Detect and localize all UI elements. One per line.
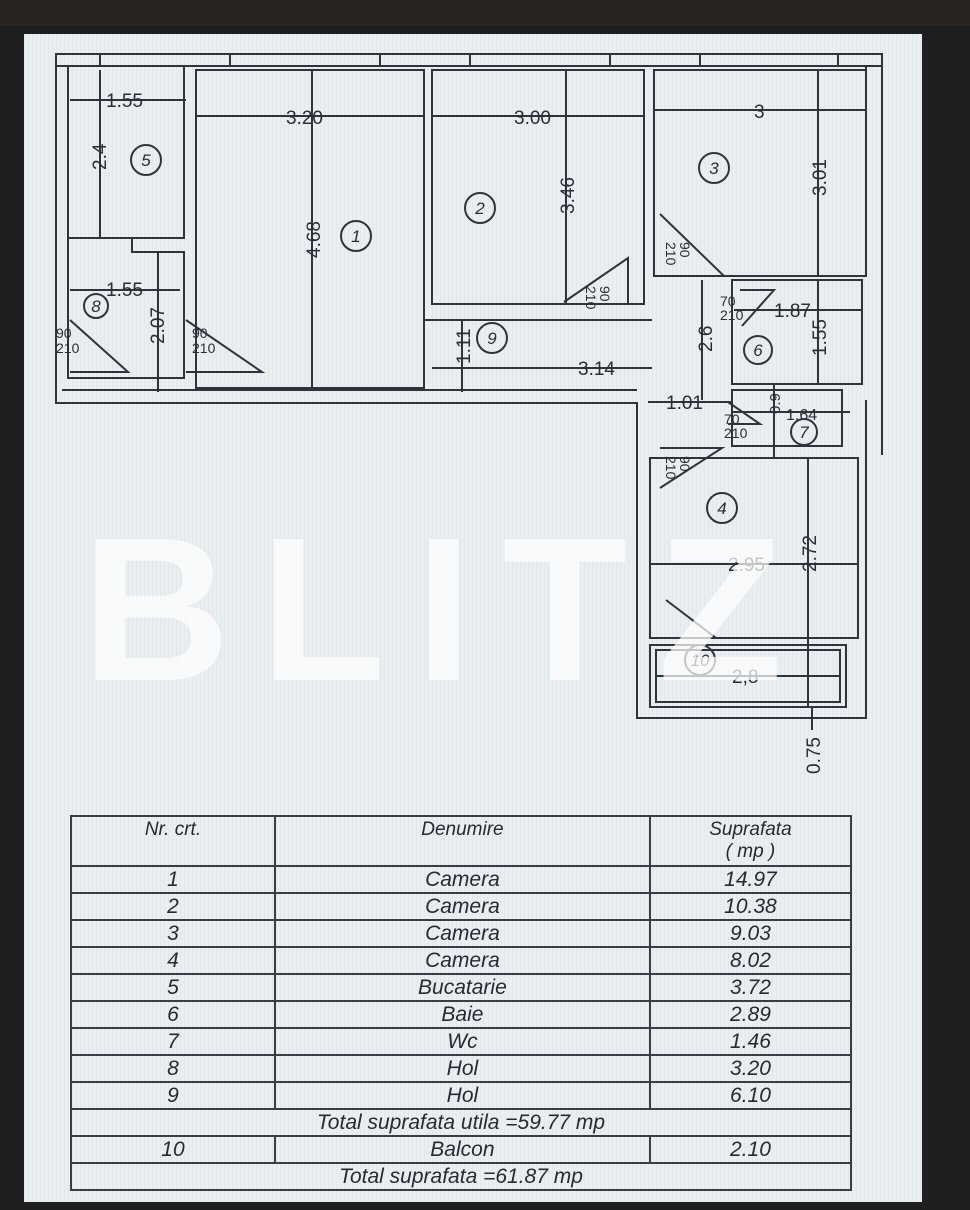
row-nr: 6 — [70, 1000, 276, 1029]
row-name: Camera — [273, 919, 651, 948]
dim-3: 3 — [754, 102, 765, 123]
row-area: 9.03 — [648, 919, 853, 948]
door-2-height: 210 — [583, 286, 599, 310]
room-number-1: 1 — [351, 227, 360, 246]
door-4-width: 90 — [677, 456, 693, 472]
door-6-height: 210 — [720, 307, 744, 323]
door-3-height: 210 — [663, 242, 679, 266]
row-name: Camera — [273, 865, 651, 894]
dim-1-01: 1.01 — [666, 393, 703, 414]
row-name: Camera — [273, 946, 651, 975]
balcony-nr: 10 — [70, 1135, 276, 1164]
row-area: 8.02 — [648, 946, 853, 975]
dim-2-95: 2.95 — [728, 555, 765, 576]
header-nr: Nr. crt. — [70, 815, 276, 867]
total-area: Total suprafata =61.87 mp — [70, 1162, 852, 1191]
row-area: 6.10 — [648, 1081, 853, 1110]
row-nr: 4 — [70, 946, 276, 975]
room-number-7: 7 — [799, 423, 809, 442]
header-name: Denumire — [273, 815, 651, 867]
dim-1-55-bath: 1.55 — [810, 319, 831, 356]
photo-top-edge — [0, 0, 970, 26]
row-name: Bucatarie — [273, 973, 651, 1002]
row-nr: 9 — [70, 1081, 276, 1110]
door-6-width: 70 — [720, 293, 736, 309]
header-area: Suprafata ( mp ) — [648, 815, 853, 867]
header-area-line2: ( mp ) — [725, 841, 776, 862]
door-7-width: 70 — [724, 411, 740, 427]
balcony-name: Balcon — [273, 1135, 651, 1164]
room-number-4: 4 — [717, 499, 726, 518]
table-header-row: Nr. crt. Denumire Suprafata ( mp ) — [70, 815, 853, 867]
dim-1-87: 1.87 — [774, 301, 811, 322]
row-name: Baie — [273, 1000, 651, 1029]
row-nr: 2 — [70, 892, 276, 921]
dim-2-8: 2,8 — [732, 667, 758, 688]
room-number-5: 5 — [141, 151, 151, 170]
dim-3-01: 3.01 — [810, 159, 831, 196]
door-8b-height: 210 — [192, 340, 216, 356]
room-number-9: 9 — [487, 329, 497, 348]
blitz-watermark: BLITZ — [82, 495, 813, 724]
dim-1-55-top: 1.55 — [106, 91, 143, 112]
row-area: 10.38 — [648, 892, 853, 921]
total-useful: Total suprafata utila =59.77 mp — [70, 1108, 852, 1137]
total-row: Total suprafata =61.87 mp — [70, 1162, 852, 1191]
door-3-width: 90 — [677, 242, 693, 258]
dim-1-55-mid: 1.55 — [106, 280, 143, 301]
door-2-width: 90 — [597, 286, 613, 302]
dim-3-20: 3.20 — [286, 108, 323, 129]
dim-2-4: 2.4 — [90, 143, 111, 170]
dim-3-14: 3.14 — [578, 359, 615, 380]
door-4-height: 210 — [663, 456, 679, 480]
row-name: Wc — [273, 1027, 651, 1056]
header-area-line1: Suprafata — [709, 819, 792, 840]
dim-0-9: 0.9 — [767, 393, 784, 414]
row-nr: 3 — [70, 919, 276, 948]
row-name: Camera — [273, 892, 651, 921]
floor-plan: 1.55 2.4 3.20 4.68 3.00 3.46 3 3.01 1.55… — [55, 53, 883, 774]
dim-3-46: 3.46 — [558, 177, 579, 214]
dim-4-68: 4.68 — [304, 221, 325, 258]
door-8a-height: 210 — [56, 340, 80, 356]
balcony-area: 2.10 — [648, 1135, 853, 1164]
dim-2-07: 2.07 — [148, 307, 169, 344]
room-number-6: 6 — [753, 341, 763, 360]
door-8b-width: 90 — [192, 325, 208, 341]
dim-3-00: 3.00 — [514, 108, 551, 129]
door-8a-width: 90 — [56, 325, 72, 341]
dim-1-11: 1.11 — [454, 328, 475, 364]
row-area: 1.46 — [648, 1027, 853, 1056]
row-nr: 1 — [70, 865, 276, 894]
row-name: Hol — [273, 1054, 651, 1083]
row-nr: 5 — [70, 973, 276, 1002]
row-name: Hol — [273, 1081, 651, 1110]
dim-2-72: 2.72 — [800, 535, 821, 572]
door-7-height: 210 — [724, 425, 748, 441]
room-number-3: 3 — [709, 159, 719, 178]
room-number-8: 8 — [91, 297, 101, 316]
room-number-10: 10 — [691, 651, 710, 670]
row-nr: 7 — [70, 1027, 276, 1056]
row-area: 3.20 — [648, 1054, 853, 1083]
row-nr: 8 — [70, 1054, 276, 1083]
dim-2-6: 2.6 — [696, 326, 717, 352]
total-useful-row: Total suprafata utila =59.77 mp — [70, 1108, 852, 1137]
row-area: 3.72 — [648, 973, 853, 1002]
dim-0-75: 0.75 — [804, 737, 825, 774]
row-area: 2.89 — [648, 1000, 853, 1029]
room-number-2: 2 — [474, 199, 485, 218]
row-area: 14.97 — [648, 865, 853, 894]
